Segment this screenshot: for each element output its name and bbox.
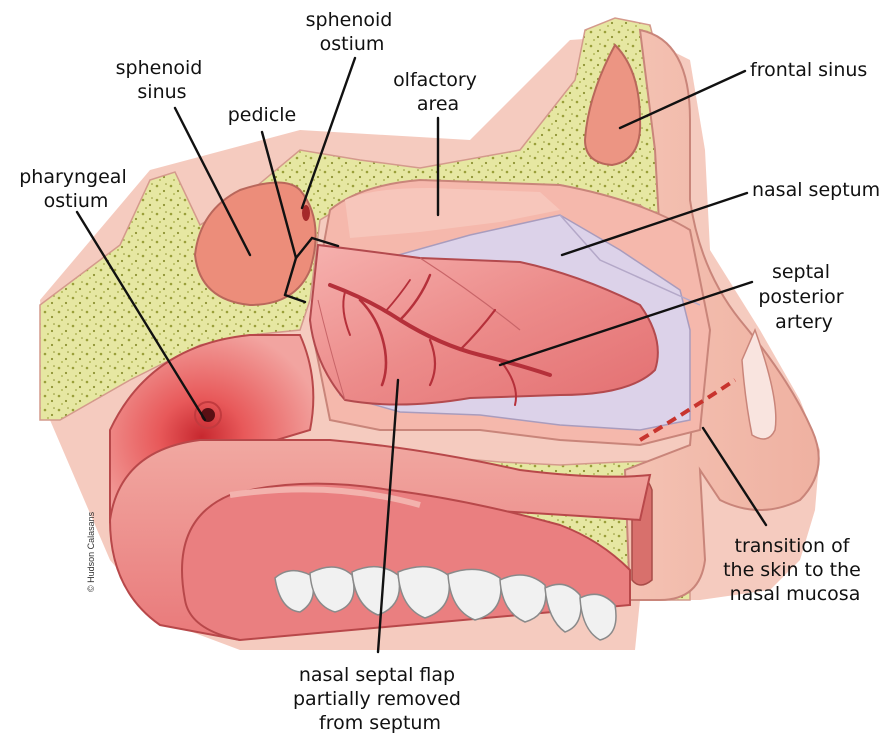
label-nasal-septum: nasal septum <box>752 179 880 201</box>
label-septal-posterior-artery-line2: posterior <box>758 286 843 308</box>
label-septal-flap-line1: nasal septal flap <box>299 664 455 686</box>
label-olfactory-area: olfactory area <box>393 69 483 115</box>
copyright-credit: © Hudson Calasans <box>86 511 96 592</box>
label-septal-flap: nasal septal flap partially removed from… <box>293 664 467 734</box>
label-frontal-sinus: frontal sinus <box>750 59 867 81</box>
label-transition-line2: the skin to the <box>723 559 861 581</box>
label-septal-posterior-artery-line3: artery <box>775 311 833 333</box>
label-pharyngeal-ostium: pharyngeal ostium <box>19 166 133 212</box>
label-sphenoid-sinus: sphenoid sinus <box>116 57 209 103</box>
label-frontal-sinus-line1: frontal sinus <box>750 59 867 81</box>
label-pharyngeal-ostium-line1: pharyngeal <box>19 166 127 188</box>
label-olfactory-area-line1: olfactory <box>393 69 477 91</box>
label-pedicle: pedicle <box>228 104 297 126</box>
label-transition-line1: transition of <box>735 535 851 557</box>
label-sphenoid-ostium: sphenoid ostium <box>306 9 399 55</box>
label-septal-flap-line2: partially removed <box>293 688 461 710</box>
label-pedicle-line1: pedicle <box>228 104 297 126</box>
label-transition-line3: nasal mucosa <box>730 583 861 605</box>
label-olfactory-area-line2: area <box>417 93 459 115</box>
label-sphenoid-sinus-line1: sphenoid <box>116 57 203 79</box>
label-transition: transition of the skin to the nasal muco… <box>723 535 867 605</box>
label-sphenoid-sinus-line2: sinus <box>137 81 186 103</box>
label-pharyngeal-ostium-line2: ostium <box>44 190 109 212</box>
label-septal-posterior-artery: septal posterior artery <box>758 261 849 333</box>
label-septal-posterior-artery-line1: septal <box>772 261 830 283</box>
label-nasal-septum-line1: nasal septum <box>752 179 880 201</box>
label-sphenoid-ostium-line1: sphenoid <box>306 9 393 31</box>
label-sphenoid-ostium-line2: ostium <box>320 33 385 55</box>
label-septal-flap-line3: from septum <box>319 712 441 734</box>
